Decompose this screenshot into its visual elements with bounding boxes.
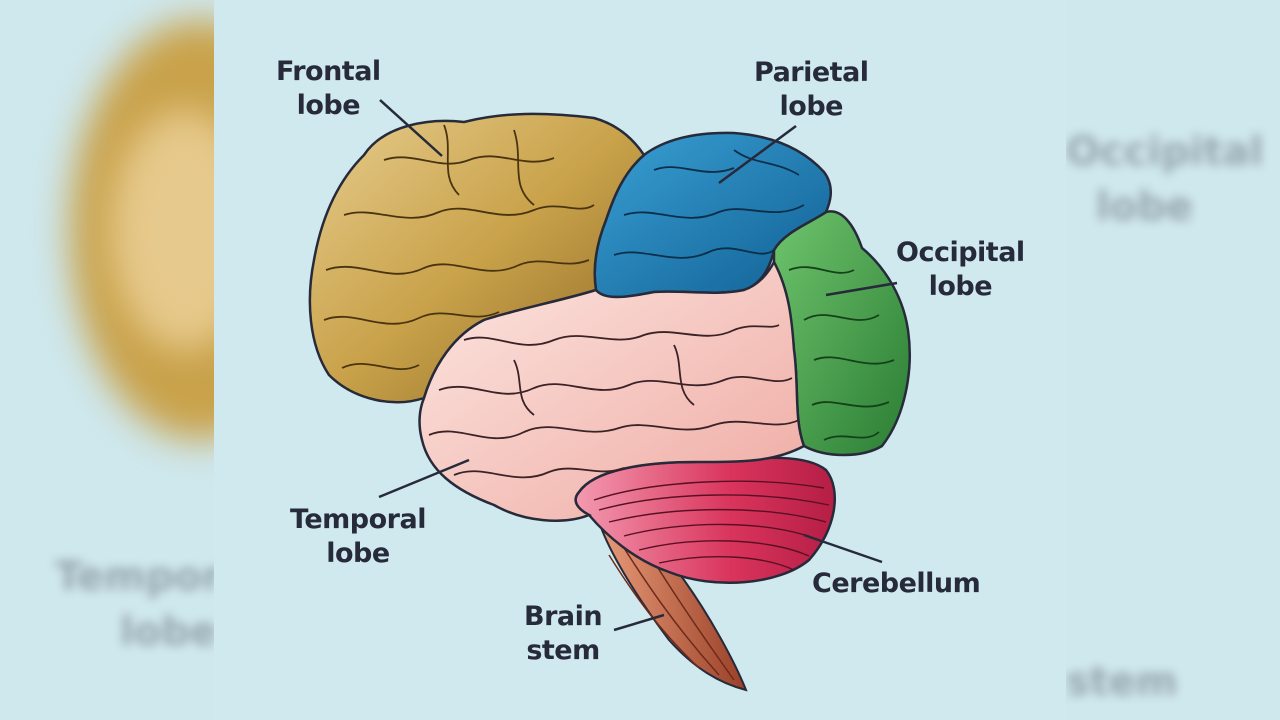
blurred-label: stem [1066, 659, 1178, 705]
brain-illustration [308, 99, 911, 692]
label-temporal-lobe: Temporal lobe [290, 504, 426, 569]
cerebellum-folia [593, 480, 830, 571]
label-cerebellum: Cerebellum [812, 568, 981, 599]
leader-line-brainstem [613, 613, 665, 632]
leader-line-frontal [379, 99, 443, 157]
blurred-label: Temporal [55, 554, 214, 600]
brain-diagram: Frontal lobe Parietal lobe Occipital lob… [214, 0, 1066, 720]
frontal-gyri [323, 124, 595, 370]
leader-line-parietal [718, 124, 797, 185]
label-parietal-lobe: Parietal lobe [754, 57, 869, 122]
leader-line-temporal [378, 458, 470, 499]
leader-lines [378, 99, 898, 632]
blurred-background-left: Temporal lobe [0, 0, 214, 720]
temporal-gyri [428, 324, 800, 479]
label-occipital-lobe: Occipital lobe [896, 237, 1025, 302]
label-frontal-lobe: Frontal lobe [276, 56, 381, 121]
parietal-gyri [613, 149, 805, 259]
leader-line-cerebellum [803, 533, 883, 564]
leader-line-occipital [825, 281, 898, 297]
blurred-background-right: Occipital lobe stem [1066, 0, 1280, 720]
blurred-label: lobe [120, 609, 214, 655]
temporal-lobe-region [418, 259, 806, 522]
blurred-label: Occipital [1066, 129, 1264, 175]
occipital-gyri [788, 266, 895, 441]
blurred-label: lobe [1096, 184, 1193, 230]
label-brain-stem: Brain stem [524, 601, 603, 666]
